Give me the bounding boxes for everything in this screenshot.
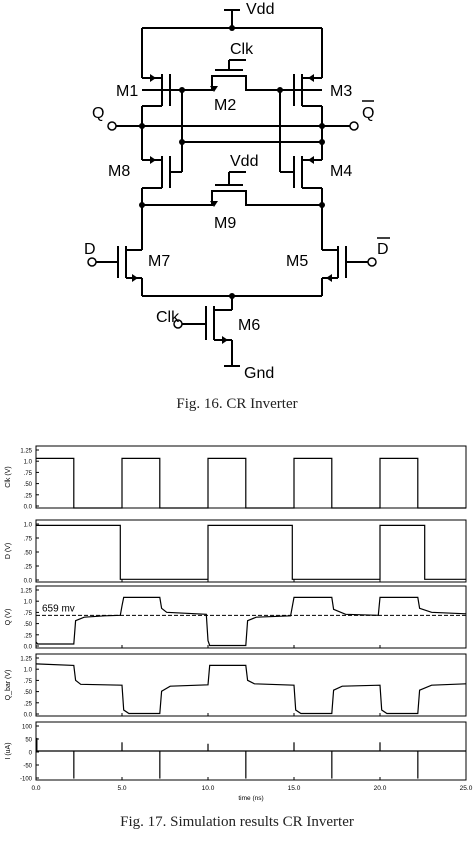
y-tick-label: .50 [24,622,33,628]
y-tick-label: -100 [20,777,33,783]
y-tick-label: .25 [24,565,33,571]
y-tick-label: .75 [24,471,33,477]
waveform-q_bar [35,663,467,715]
waveform-d [36,524,466,580]
label-m5: M5 [286,253,308,270]
panel-frame-q [35,585,467,649]
y-tick-label: 100 [22,725,33,731]
label-m8: M8 [108,163,130,180]
y-tick-label: 1.0 [24,523,33,529]
label-d-bar: D [377,241,389,258]
x-tick-label: 25.0 [460,785,473,792]
y-axis-label: D (V) [5,543,12,559]
figure-17-caption: Fig. 17. Simulation results CR Inverter [120,814,354,830]
y-tick-label: .75 [24,679,33,685]
y-tick-label: 50 [25,738,32,744]
label-m7: M7 [148,253,170,270]
x-tick-label: 0.0 [31,785,40,792]
y-tick-label: .25 [24,633,33,639]
y-axis-label: Q_bar (V) [5,670,12,701]
y-tick-label: 0.0 [24,579,33,585]
label-m9: M9 [214,215,236,232]
x-tick-label: 20.0 [374,785,387,792]
y-tick-label: 0 [29,751,33,757]
y-tick-label: 0.0 [24,505,33,511]
waveform-clk [36,457,466,509]
y-tick-label: 1.0 [24,460,33,466]
y-tick-label: .25 [24,701,33,707]
panel-frame-clk [35,445,467,509]
label-vdd-mid: Vdd [230,153,258,170]
label-vdd-top: Vdd [246,1,274,18]
cr-inverter-schematic: Vdd Clk M1 M2 M3 Q Q M8 Vdd M4 M9 D M7 M… [84,1,390,382]
label-m2: M2 [214,97,236,114]
y-axis-label: Clk (V) [5,466,12,487]
y-axis-label: Q (V) [5,609,12,626]
x-axis-label: time (ns) [238,795,263,802]
x-tick-label: 15.0 [288,785,301,792]
label-q-bar: Q [362,105,374,122]
label-clk-bottom: Clk [156,309,180,326]
y-tick-label: 1.25 [20,657,32,663]
label-m4: M4 [330,163,352,180]
y-tick-label: 0.0 [24,713,33,719]
y-tick-label: 1.0 [24,600,33,606]
annotation-659mv: 659 mv [42,603,75,614]
waveform-q [35,596,467,647]
y-tick-label: .25 [24,493,33,499]
y-tick-label: 1.25 [20,449,32,455]
y-tick-label: .50 [24,690,33,696]
simulation-waveforms-chart: 1.25 1.0 .75 .50 .25 0.0 Clk (V) 1.0 .75 .50 .25 0.… [5,445,473,802]
y-tick-label: .75 [24,611,33,617]
label-clk-top: Clk [230,41,254,58]
y-tick-label: .50 [24,482,33,488]
panel-frame-q_bar [35,653,467,717]
y-tick-label: .75 [24,537,33,543]
label-m1: M1 [116,83,138,100]
y-tick-label: 1.0 [24,668,33,674]
y-tick-label: .50 [24,551,33,557]
label-gnd: Gnd [244,365,274,382]
label-d: D [84,241,96,258]
x-tick-label: 10.0 [202,785,215,792]
label-m3: M3 [330,83,352,100]
figure-16-caption: Fig. 16. CR Inverter [176,396,298,412]
label-q: Q [92,105,104,122]
y-axis-label: I (uA) [5,742,12,759]
label-m6: M6 [238,317,260,334]
x-tick-label: 5.0 [117,785,126,792]
panel-frame-d [35,519,467,583]
y-tick-label: 0.0 [24,645,33,651]
y-tick-label: -50 [23,764,32,770]
y-tick-label: 1.25 [20,589,32,595]
